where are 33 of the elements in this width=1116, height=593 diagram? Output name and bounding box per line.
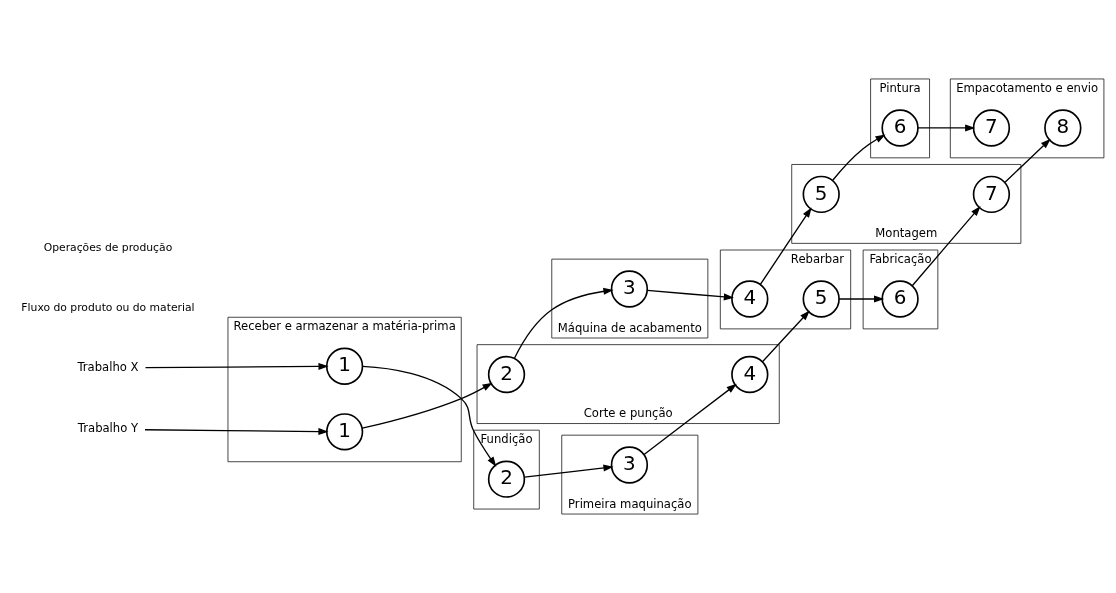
node-circle: 6 bbox=[881, 109, 919, 147]
legend-label: Operações de produção bbox=[43, 241, 173, 255]
arrow bbox=[917, 124, 976, 132]
arrow bbox=[144, 428, 329, 436]
node-circle: 1 bbox=[325, 347, 364, 385]
node-circle: 4 bbox=[731, 355, 769, 394]
arrow bbox=[831, 134, 886, 182]
node-circle: 5 bbox=[802, 280, 840, 318]
arrow bbox=[523, 464, 614, 478]
node-circle: 4 bbox=[731, 280, 769, 318]
node-circle: 3 bbox=[610, 270, 649, 308]
arrow bbox=[361, 382, 493, 429]
node-text: Trabalho Y bbox=[77, 421, 139, 436]
arrow bbox=[759, 207, 812, 286]
arrow bbox=[513, 287, 614, 359]
node-circle: 3 bbox=[610, 446, 649, 484]
arrow bbox=[1004, 138, 1051, 183]
node-circle: 5 bbox=[802, 175, 840, 214]
node-circle: 8 bbox=[1044, 109, 1082, 147]
arrow bbox=[643, 383, 737, 456]
legend-label: Fluxo do produto ou do material bbox=[21, 300, 195, 314]
node-text: Trabalho X bbox=[77, 359, 139, 374]
node-circle: 1 bbox=[325, 413, 364, 451]
arrow bbox=[838, 295, 885, 303]
node-circle: 7 bbox=[972, 109, 1011, 147]
arrow bbox=[646, 289, 734, 301]
node-circle: 2 bbox=[487, 460, 526, 498]
arrow bbox=[144, 362, 329, 370]
arrow bbox=[761, 310, 810, 363]
arrow bbox=[911, 206, 981, 287]
node-circle: 2 bbox=[487, 355, 526, 394]
node-circle: 6 bbox=[881, 280, 919, 318]
arrow bbox=[362, 365, 497, 467]
